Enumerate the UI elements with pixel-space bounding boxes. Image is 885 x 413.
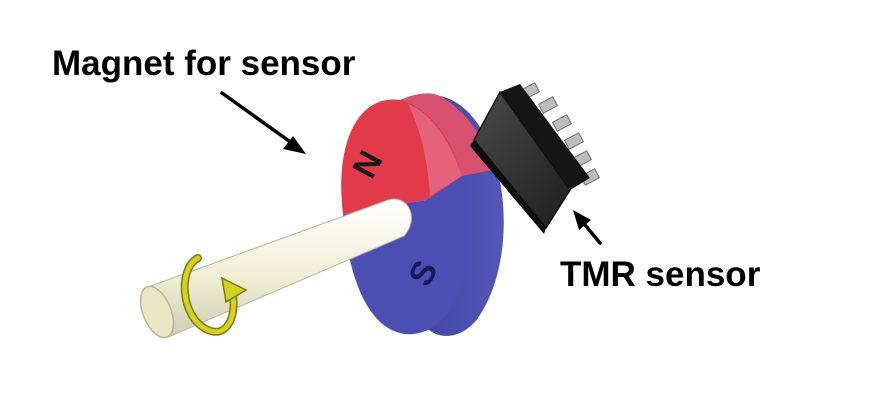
shaft-body xyxy=(147,198,412,339)
shaft-end xyxy=(139,285,175,339)
rotation-arrow-icon xyxy=(180,254,248,336)
sensor-side xyxy=(500,84,590,190)
magnet-label: Magnet for sensor xyxy=(52,44,356,83)
arrow-icon xyxy=(573,210,602,245)
tmr-sensor-label: TMR sensor xyxy=(560,255,761,294)
shaft xyxy=(139,198,412,339)
sensor-edge xyxy=(470,140,546,234)
arrow-icon xyxy=(220,91,306,154)
tmr-sensor-chip xyxy=(470,82,601,234)
north-pole-highlight xyxy=(408,104,462,196)
magnet-rim-top xyxy=(400,93,493,176)
